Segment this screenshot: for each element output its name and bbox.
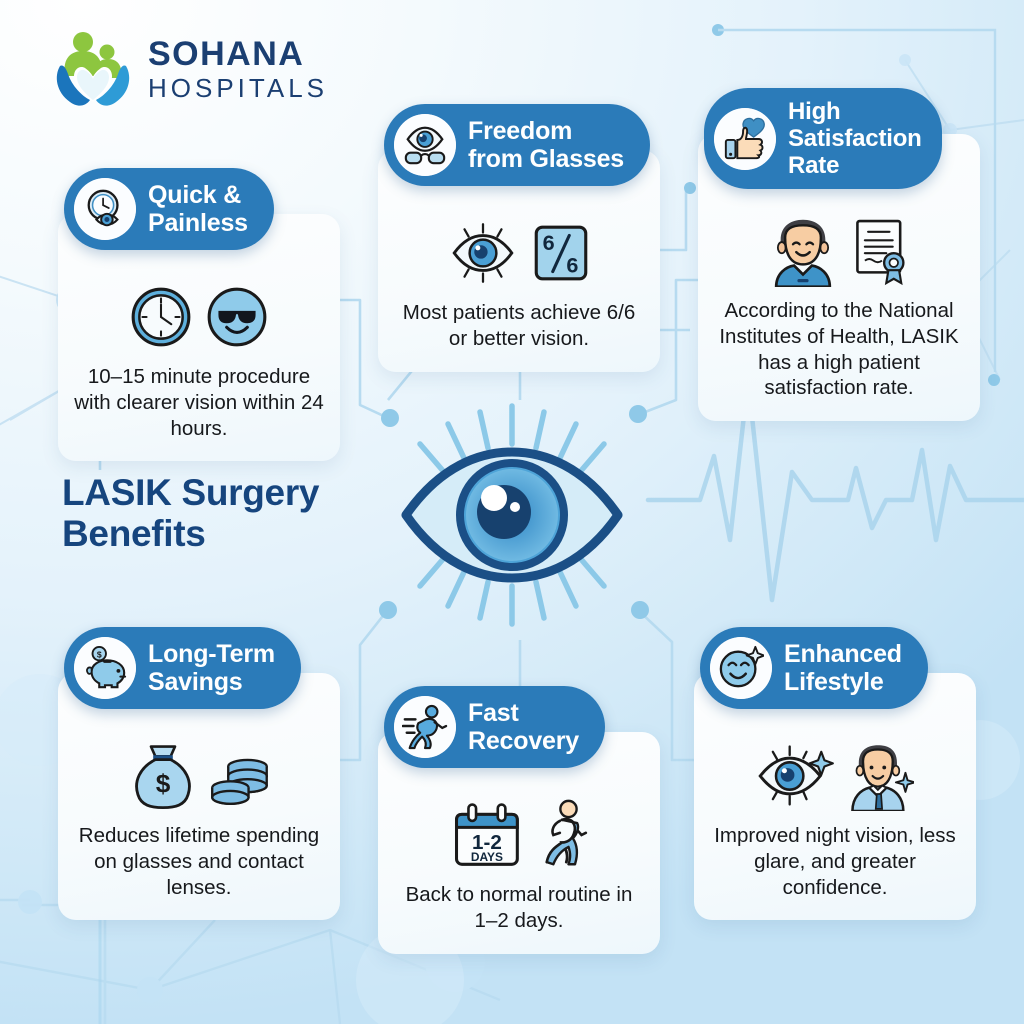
card-icons	[72, 278, 326, 356]
thumbs-up-heart-icon	[714, 107, 776, 170]
card-header[interactable]: Freedom from Glasses	[384, 104, 651, 186]
card-body: 1-2 DAYS Back to normal routine in 1–2 d…	[378, 732, 660, 954]
card-text: Improved night vision, less glare, and g…	[714, 824, 956, 899]
radiant-eye-icon	[452, 223, 514, 283]
card-text: 10–15 minute procedure with clearer visi…	[74, 365, 324, 440]
coin-stack-icon	[211, 758, 268, 805]
card-body: Improved night vision, less glare, and g…	[694, 673, 976, 921]
calendar-days-count: 1-2	[472, 831, 502, 854]
card-title: Long-Term Savings	[148, 639, 275, 696]
svg-text:6: 6	[566, 253, 578, 278]
card-header[interactable]: Quick & Painless	[64, 168, 274, 250]
card-title: Quick & Painless	[148, 180, 248, 237]
svg-text:$: $	[97, 649, 102, 659]
svg-text:6: 6	[543, 230, 555, 255]
eye-glasses-icon	[394, 114, 456, 176]
sunglasses-smiley-icon	[207, 287, 267, 347]
confident-man-icon	[851, 745, 914, 811]
card-header[interactable]: Enhanced Lifestyle	[700, 627, 928, 709]
card-text: According to the National Institutes of …	[719, 299, 959, 400]
money-bag-icon: $	[135, 745, 191, 810]
card-text: Back to normal routine in 1–2 days.	[405, 883, 633, 932]
card-header[interactable]: Fast Recovery	[384, 686, 605, 768]
card-body: 10–15 minute procedure with clearer visi…	[58, 214, 340, 462]
card-title: High Satisfaction Rate	[788, 98, 922, 180]
sparkling-eye-icon	[758, 745, 834, 806]
card-text: Reduces lifetime spending on glasses and…	[78, 824, 320, 899]
svg-text:$: $	[156, 768, 171, 798]
page-title: LASIK Surgery Benefits	[62, 472, 320, 555]
piggy-bank-icon: $	[74, 637, 136, 699]
running-person-icon	[545, 799, 588, 866]
radiating-eye-icon	[401, 403, 623, 627]
smiley-sparkle-icon	[710, 637, 772, 699]
vision-6-6-chart-icon: 6 6	[534, 225, 588, 281]
clock-eye-icon	[74, 178, 136, 240]
card-icons: $	[72, 737, 326, 815]
card-icons	[712, 212, 966, 290]
wall-clock-icon	[131, 287, 191, 347]
family-hands-heart-logo-icon	[56, 32, 130, 106]
card-title: Freedom from Glasses	[468, 116, 625, 173]
card-title: Fast Recovery	[468, 698, 579, 755]
card-body: $ Reduces lifetime spending on gla	[58, 673, 340, 921]
card-text: Most patients achieve 6/6 or better visi…	[402, 301, 636, 350]
card-title: Enhanced Lifestyle	[784, 639, 902, 696]
card-header[interactable]: $ Long-Term Savings	[64, 627, 301, 709]
card-icons	[708, 737, 962, 815]
card-icons: 1-2 DAYS	[392, 796, 646, 874]
brand-logo: SOHANA HOSPITALS	[52, 30, 328, 108]
running-person-icon	[394, 696, 456, 758]
brand-name-line1: SOHANA	[148, 35, 305, 73]
calendar-days-label: DAYS	[471, 850, 503, 864]
doctor-avatar-icon	[774, 219, 832, 287]
certificate-award-icon	[856, 219, 905, 286]
brand-name-line2: HOSPITALS	[148, 73, 329, 103]
card-header[interactable]: High Satisfaction Rate	[704, 88, 942, 190]
card-icons: 6 6	[392, 214, 646, 292]
card-body: 6 6 Most patients achieve 6/6 or better …	[378, 150, 660, 372]
calendar-1-2-days-icon: 1-2 DAYS	[454, 803, 519, 866]
